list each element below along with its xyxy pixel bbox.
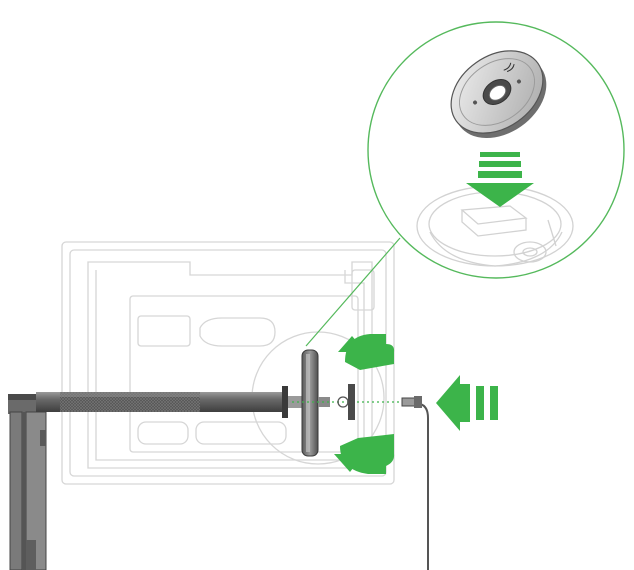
curved-arrow-icon xyxy=(334,334,395,474)
disc-plate-icon xyxy=(450,50,547,139)
threaded-rod-icon xyxy=(8,349,412,570)
magnified-detail-circle xyxy=(305,21,625,347)
down-arrow-icon xyxy=(466,152,534,207)
insert-arrow-icon xyxy=(436,375,498,431)
power-cable-icon xyxy=(401,396,429,570)
